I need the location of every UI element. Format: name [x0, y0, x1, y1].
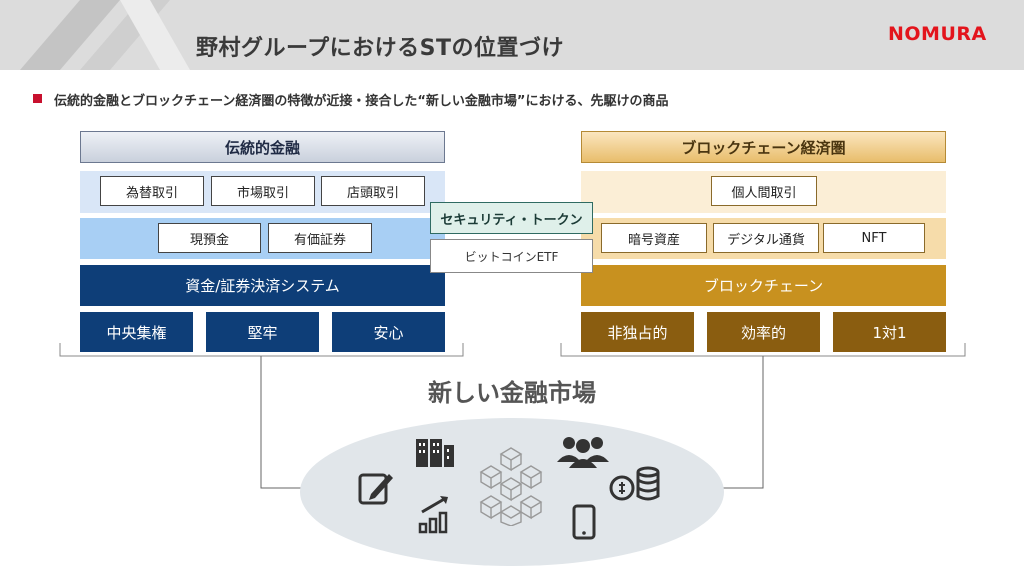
blockchain-network-icon: [479, 447, 543, 526]
traditional-finance-header: 伝統的金融: [80, 131, 445, 163]
traditional-settlement-system: 資金/証券決済システム: [80, 265, 445, 306]
trad-item-fx: 為替取引: [100, 176, 204, 206]
trad-feature-centralized: 中央集権: [80, 312, 193, 352]
page-title: 野村グループにおけるSTの位置づけ: [196, 36, 565, 61]
bc-feature-efficient: 効率的: [707, 312, 820, 352]
trad-feature-secure: 安心: [332, 312, 445, 352]
bullet-icon: [33, 94, 42, 103]
bc-item-crypto: 暗号資産: [601, 223, 707, 253]
trad-item-cash: 現預金: [158, 223, 261, 253]
header-decoration: [20, 0, 190, 70]
subtitle: 伝統的金融とブロックチェーン経済圏の特徴が近接・接合した“新しい金融市場”におけ…: [54, 94, 669, 109]
trad-item-market: 市場取引: [211, 176, 315, 206]
smartphone-icon: [572, 504, 596, 540]
bitcoin-etf-box: ビットコインETF: [430, 239, 593, 273]
document-sign-icon: [358, 473, 393, 505]
trad-feature-robust: 堅牢: [206, 312, 319, 352]
growth-chart-icon: [418, 496, 448, 534]
security-token-box: セキュリティ・トークン: [430, 202, 593, 234]
bc-item-digital-currency: デジタル通貨: [713, 223, 819, 253]
nomura-logo: NOMURA: [888, 23, 987, 45]
people-icon: [557, 437, 609, 468]
bc-item-nft: NFT: [823, 223, 925, 253]
new-financial-market-title: 新しい金融市場: [428, 379, 596, 407]
bc-item-p2p: 個人間取引: [711, 176, 817, 206]
blockchain-economy-header: ブロックチェーン経済圏: [581, 131, 946, 163]
blockchain-platform: ブロックチェーン: [581, 265, 946, 306]
building-icon: [416, 439, 454, 467]
bc-feature-one-to-one: 1対1: [833, 312, 946, 352]
traditional-band-assets: [80, 218, 445, 259]
trad-item-securities: 有価証券: [268, 223, 372, 253]
new-market-ellipse: [300, 418, 724, 566]
trad-item-otc: 店頭取引: [321, 176, 425, 206]
coins-icon: [609, 466, 660, 501]
bc-feature-non-exclusive: 非独占的: [581, 312, 694, 352]
